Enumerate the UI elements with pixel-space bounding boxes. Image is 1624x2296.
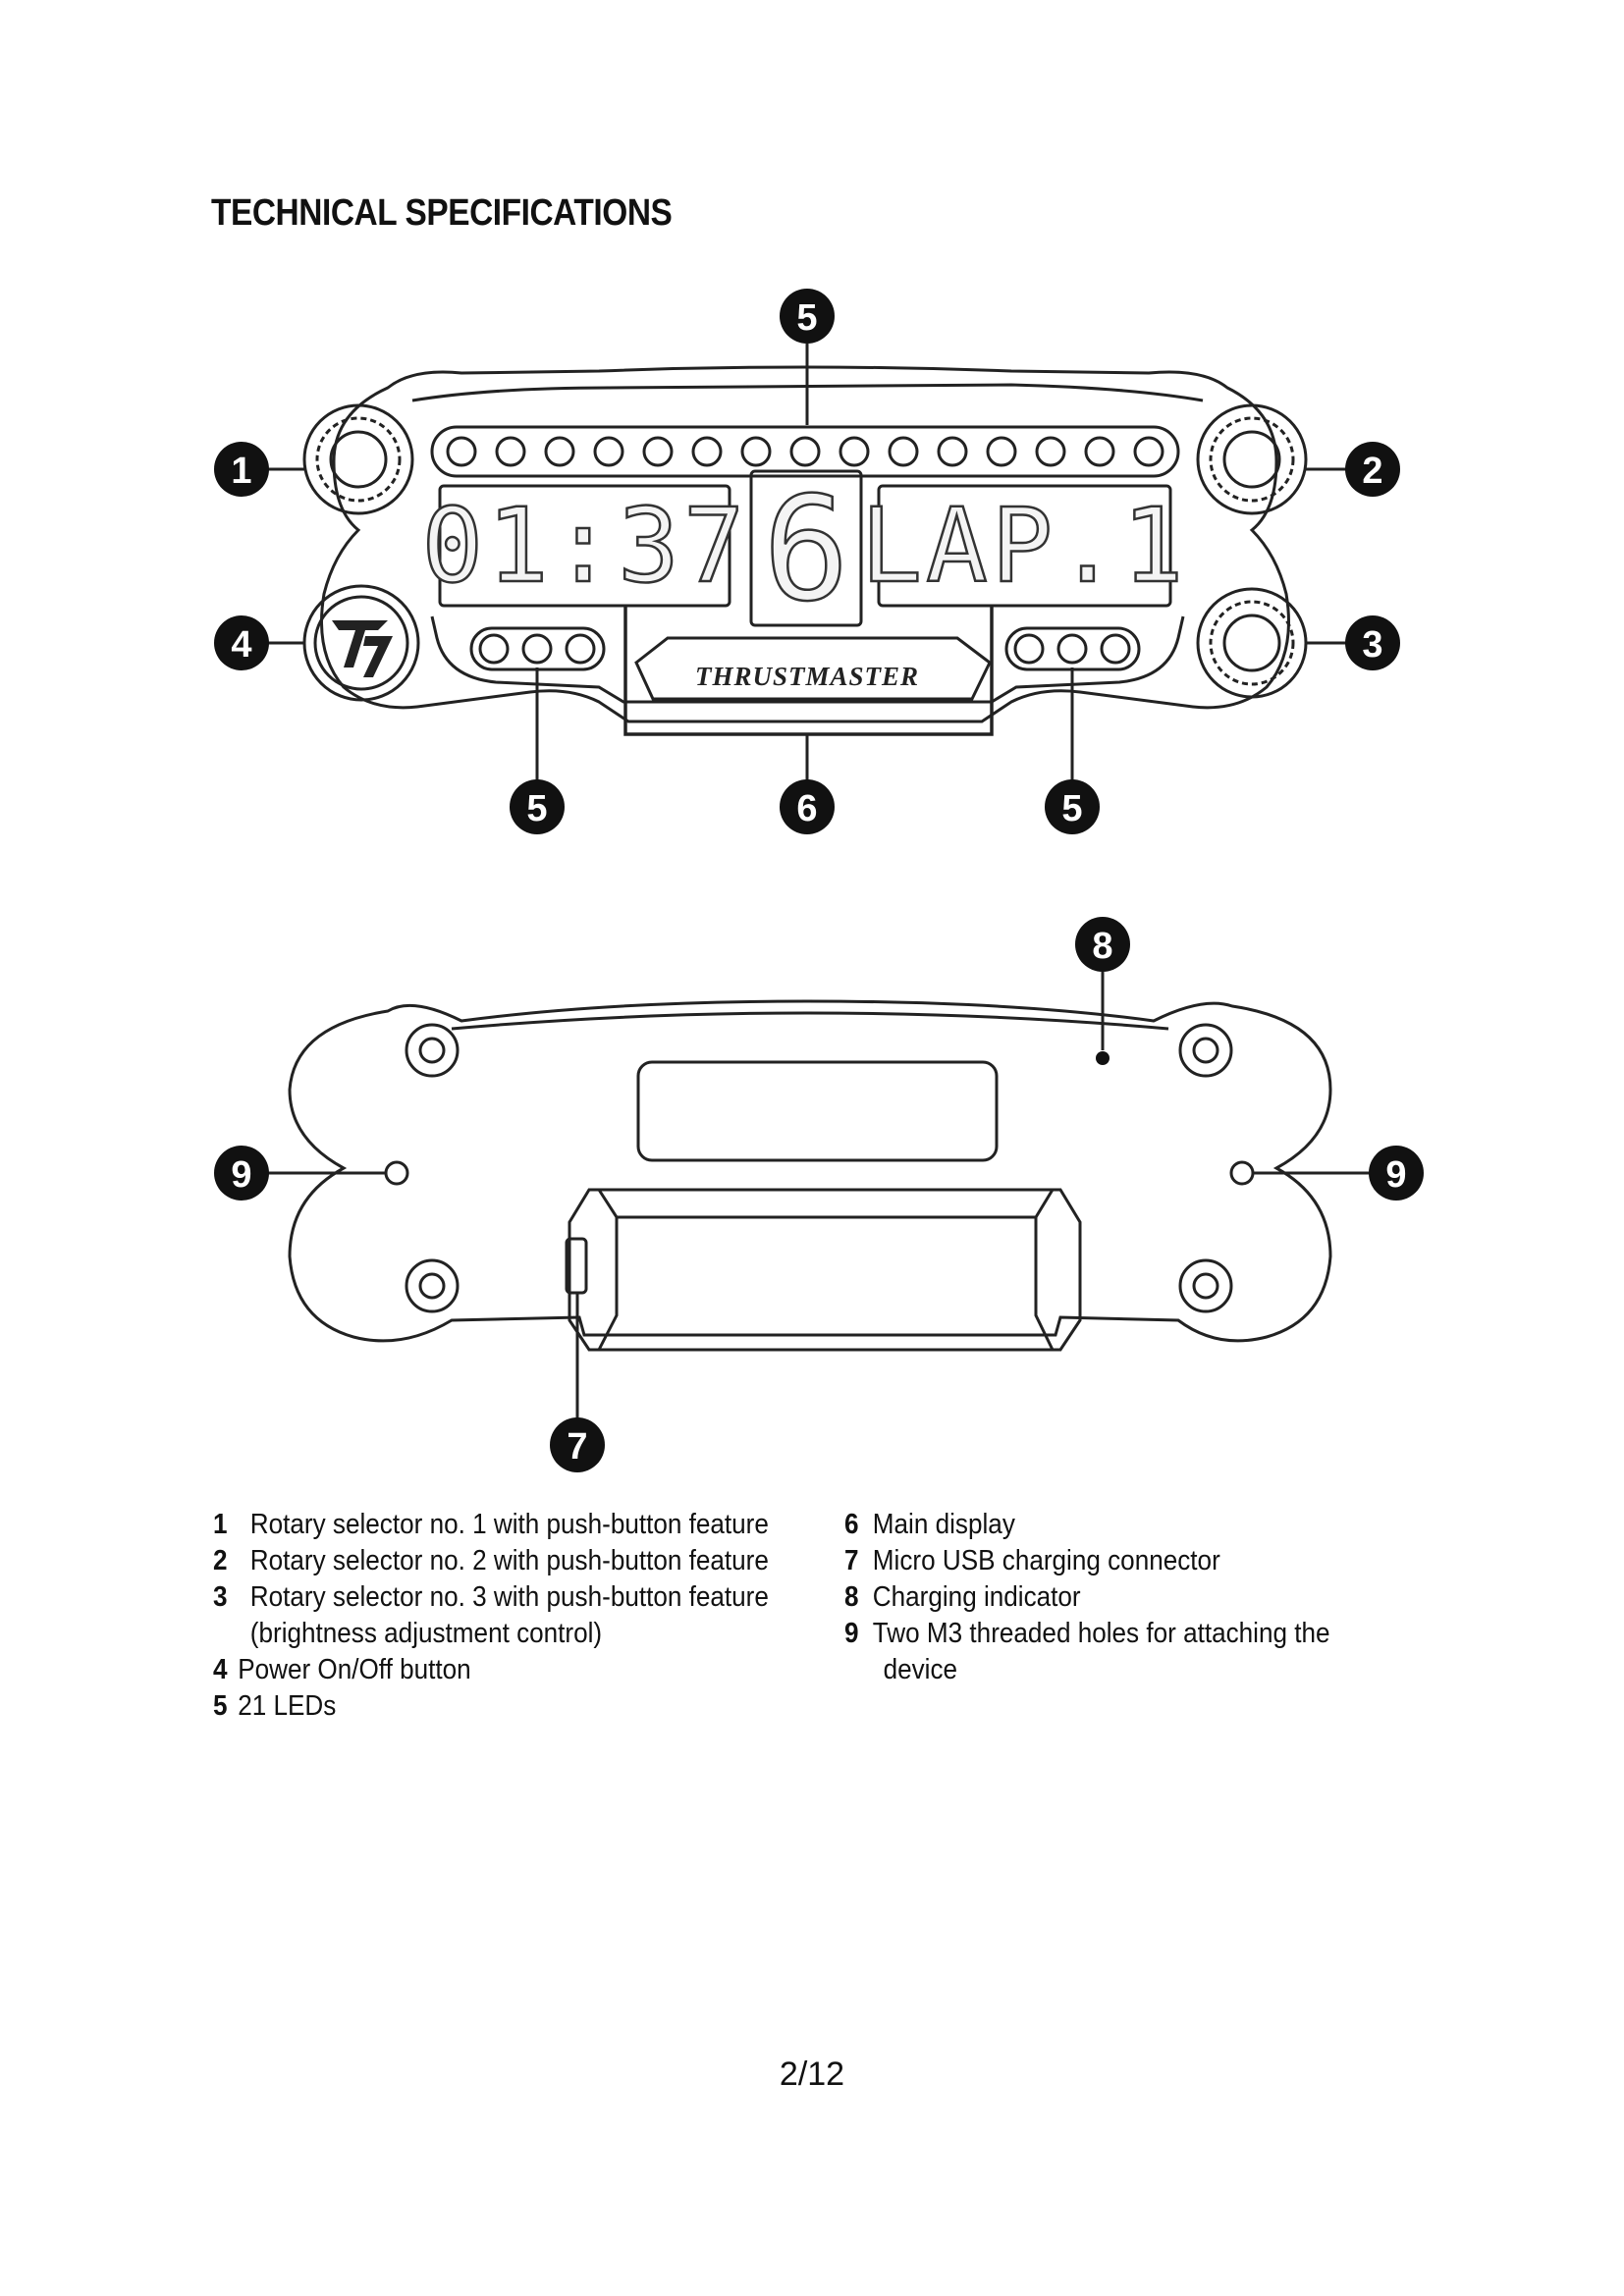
callout-9-right: 9	[1369, 1146, 1424, 1201]
legend-text: device	[883, 1654, 958, 1685]
callout-label: 5	[526, 788, 547, 829]
led-left-3	[565, 633, 596, 665]
legend-item: device	[844, 1652, 1330, 1688]
callout-label: 8	[1092, 926, 1112, 967]
led-left-2	[521, 633, 553, 665]
callout-9-left: 9	[214, 1146, 269, 1201]
callout-6: 6	[780, 779, 835, 834]
legend-text: Two M3 threaded holes for attaching the	[872, 1618, 1330, 1649]
led-top-4	[593, 436, 624, 467]
label-recess	[636, 1060, 999, 1162]
callout-7: 7	[550, 1417, 605, 1472]
legend-number: 4	[213, 1654, 228, 1685]
legend-item: 4 Power On/Off button	[213, 1652, 769, 1688]
led-right-3	[1100, 633, 1131, 665]
callout-5-top: 5	[780, 289, 835, 344]
led-top-15	[1133, 436, 1164, 467]
legend-item: 9 Two M3 threaded holes for attaching the	[844, 1616, 1330, 1652]
led-top-8	[789, 436, 821, 467]
legend-number: 6	[844, 1509, 859, 1540]
callout-label: 9	[231, 1154, 251, 1196]
legend-number: 1	[213, 1509, 228, 1540]
display-left-text: 01:37	[421, 486, 748, 606]
led-top-6	[691, 436, 723, 467]
callout-label: 4	[231, 624, 251, 666]
callout-5-right: 5	[1045, 779, 1100, 834]
back-view	[260, 972, 1370, 1418]
led-right-2	[1056, 633, 1088, 665]
callout-label: 1	[231, 451, 251, 492]
legend-item: 8 Charging indicator	[844, 1579, 1330, 1616]
legend-item: 1 Rotary selector no. 1 with push-button …	[213, 1507, 769, 1543]
page-heading: TECHNICAL SPECIFICATIONS	[211, 192, 673, 234]
led-top-9	[839, 436, 870, 467]
callout-label: 5	[1061, 788, 1082, 829]
legend-text: Power On/Off button	[238, 1654, 471, 1685]
legend-item: 2 Rotary selector no. 2 with push-button …	[213, 1543, 769, 1579]
callout-4: 4	[214, 615, 269, 670]
led-left-1	[478, 633, 510, 665]
led-top-11	[937, 436, 968, 467]
m3-hole-left	[384, 1160, 409, 1186]
legend-text: Rotary selector no. 3 with push-button f…	[249, 1581, 769, 1613]
legend-text: 21 LEDs	[238, 1690, 337, 1722]
legend-text: Charging indicator	[872, 1581, 1081, 1613]
legend-text: (brightness adjustment control)	[249, 1618, 603, 1649]
micro-usb-port	[565, 1237, 588, 1295]
legend-text: Rotary selector no. 2 with push-button f…	[249, 1545, 769, 1576]
legend-number: 3	[213, 1581, 228, 1613]
callout-label: 6	[796, 788, 817, 829]
callout-5-left: 5	[510, 779, 565, 834]
legend-text: Micro USB charging connector	[872, 1545, 1220, 1576]
led-top-10	[888, 436, 919, 467]
legend-number: 5	[213, 1690, 228, 1722]
legend-item: 7 Micro USB charging connector	[844, 1543, 1330, 1579]
display-right-text: LAP.1	[860, 486, 1187, 606]
rotary-selector-2	[1196, 403, 1308, 515]
legend-left: 1 Rotary selector no. 1 with push-button …	[213, 1507, 769, 1725]
legend-item: 3 Rotary selector no. 3 with push-button …	[213, 1579, 769, 1616]
led-top-3	[544, 436, 575, 467]
callout-2: 2	[1345, 442, 1400, 497]
legend-text: Main display	[872, 1509, 1015, 1540]
callout-1: 1	[214, 442, 269, 497]
callout-label: 9	[1385, 1154, 1406, 1196]
front-view	[255, 344, 1355, 780]
rotary-selector-1	[302, 403, 414, 515]
m3-hole-right	[1229, 1160, 1255, 1186]
legend-number: 9	[844, 1618, 859, 1649]
led-top-12	[986, 436, 1017, 467]
led-strip-top	[446, 436, 1164, 467]
brand-logo-text: THRUSTMASTER	[695, 662, 919, 691]
led-top-13	[1035, 436, 1066, 467]
rotary-selector-3	[1196, 587, 1308, 699]
legend-number: 7	[844, 1545, 859, 1576]
callout-3: 3	[1345, 615, 1400, 670]
legend-number: 8	[844, 1581, 859, 1613]
callout-label: 5	[796, 297, 817, 339]
charging-indicator-dot	[1096, 1051, 1110, 1065]
led-top-1	[446, 436, 477, 467]
callout-label: 2	[1362, 451, 1382, 492]
legend-item: (brightness adjustment control)	[213, 1616, 769, 1652]
legend-item: 6 Main display	[844, 1507, 1330, 1543]
callout-label: 3	[1362, 624, 1382, 666]
legend-number: 2	[213, 1545, 228, 1576]
callout-8: 8	[1075, 917, 1130, 972]
led-right-1	[1013, 633, 1045, 665]
led-top-5	[642, 436, 674, 467]
legend-item: 5 21 LEDs	[213, 1688, 769, 1725]
led-top-7	[740, 436, 772, 467]
legend-text: Rotary selector no. 1 with push-button f…	[249, 1509, 769, 1540]
callout-label: 7	[567, 1426, 587, 1468]
led-top-14	[1084, 436, 1115, 467]
display-center-text: 6	[763, 466, 849, 633]
led-top-2	[495, 436, 526, 467]
legend-right: 6 Main display 7 Micro USB charging connec…	[844, 1507, 1330, 1688]
page-number: 2/12	[779, 2056, 845, 2093]
power-button	[302, 584, 420, 702]
